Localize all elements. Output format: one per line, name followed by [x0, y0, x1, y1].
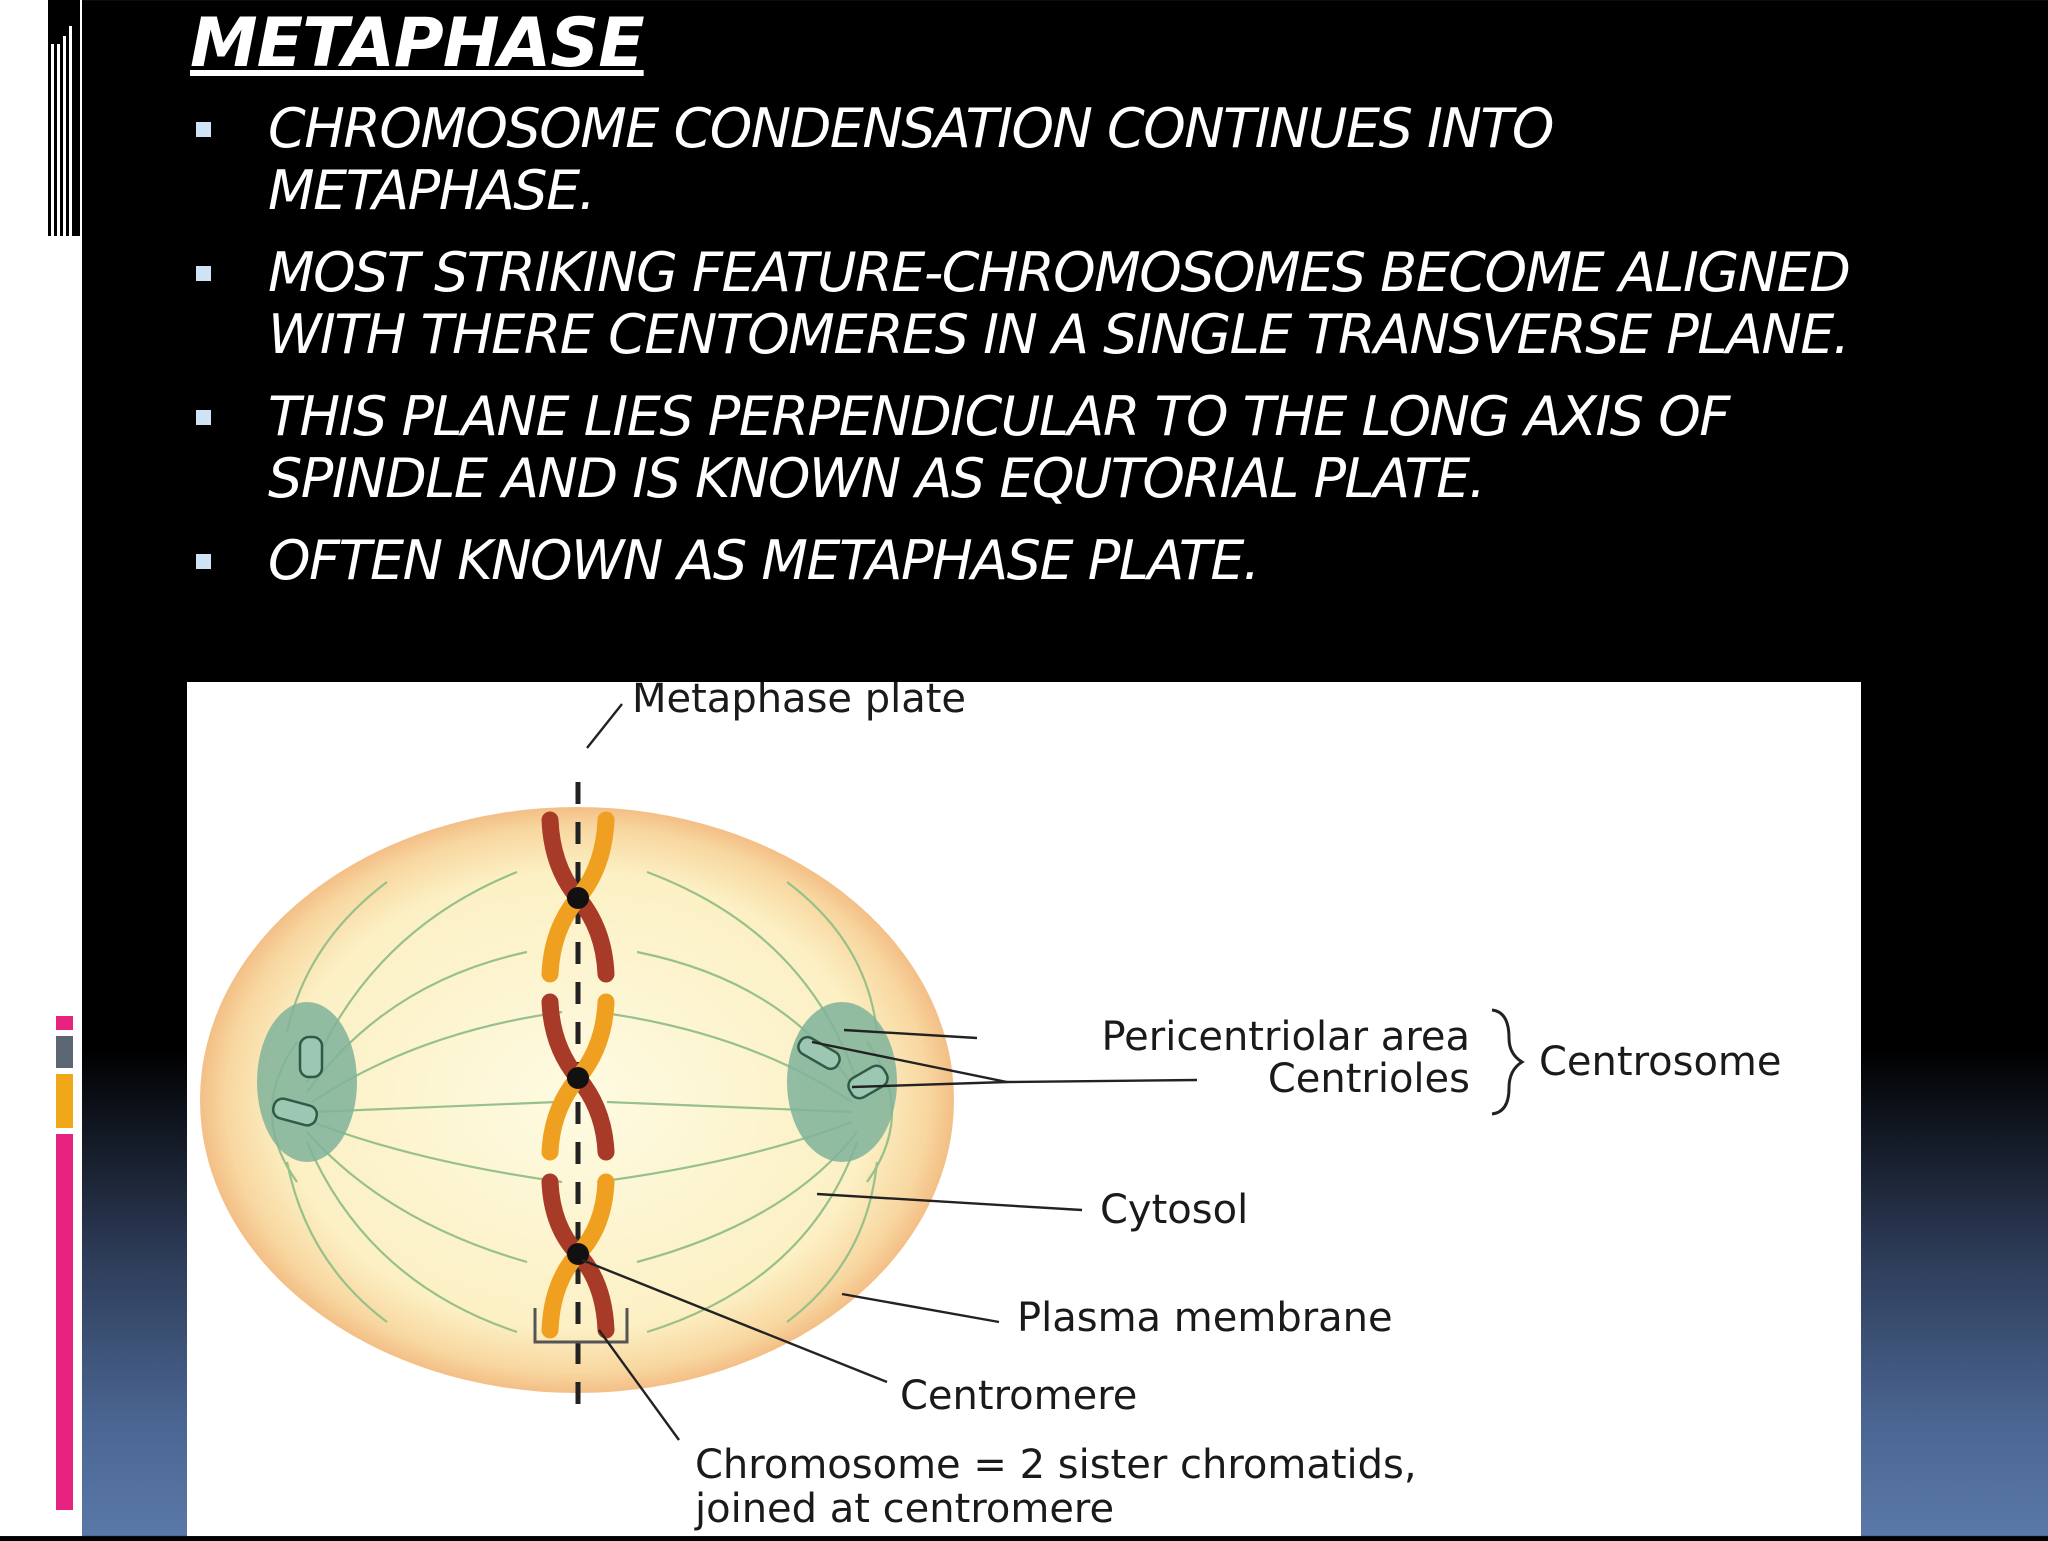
bullet-text: THIS PLANE LIES PERPENDICULAR TO THE LON… — [268, 385, 1730, 510]
metaphase-plate-leader — [586, 703, 623, 749]
bullet-list: CHROMOSOME CONDENSATION CONTINUES INTO M… — [190, 98, 1851, 612]
chromosome-bracket — [533, 1308, 629, 1344]
bullet-item: CHROMOSOME CONDENSATION CONTINUES INTO M… — [190, 98, 1850, 222]
bullet-item: THIS PLANE LIES PERPENDICULAR TO THE LON… — [190, 386, 1850, 510]
plasma-membrane-label: Plasma membrane — [1017, 1295, 1393, 1341]
chromosome-2 — [541, 993, 615, 1161]
metaphase-diagram-panel: Metaphase plate Pericentriolar area Cent… — [187, 682, 1861, 1536]
bullet-square-icon — [196, 410, 211, 425]
deco-bar-gray — [56, 1036, 73, 1068]
metaphase-cell-diagram: Metaphase plate Pericentriolar area Cent… — [200, 682, 1782, 1532]
right-centrosome — [787, 1002, 897, 1162]
chromosome-leader — [598, 1329, 680, 1441]
cytosol-label: Cytosol — [1100, 1187, 1248, 1233]
chromosome-3 — [541, 1173, 615, 1339]
bullet-text: OFTEN KNOWN AS METAPHASE PLATE. — [268, 529, 1260, 592]
plasma-membrane-leader — [841, 1292, 1000, 1324]
deco-bar-pink — [56, 1134, 73, 1510]
bullet-item: OFTEN KNOWN AS METAPHASE PLATE. — [190, 530, 1850, 592]
centromere-label: Centromere — [900, 1373, 1137, 1419]
pericentriolar-area-label: Pericentriolar area — [1101, 1014, 1470, 1060]
vertical-stripes — [48, 0, 80, 236]
centromere-leader — [581, 1258, 888, 1384]
cell-body — [200, 807, 954, 1393]
left-sidebar-strip — [0, 0, 82, 1536]
deco-bar-orange — [56, 1074, 73, 1128]
decorative-bars — [48, 0, 80, 1510]
centrosome-brace — [1491, 1008, 1525, 1116]
chromosome-1 — [541, 811, 615, 983]
chromosome-label-line2: joined at centromere — [694, 1486, 1114, 1532]
slide-title: METAPHASE — [190, 4, 645, 83]
centrioles-leader-2 — [851, 1080, 1008, 1089]
pericentriolar-leader — [843, 1028, 978, 1040]
deco-bar-pink-top — [56, 1016, 73, 1030]
bullet-square-icon — [196, 554, 211, 569]
cytosol-leader — [816, 1192, 1083, 1212]
bullet-text: MOST STRIKING FEATURE-CHROMOSOMES BECOME… — [268, 241, 1851, 366]
bullet-item: MOST STRIKING FEATURE-CHROMOSOMES BECOME… — [190, 241, 1851, 366]
bullet-square-icon — [196, 266, 211, 281]
centrioles-label: Centrioles — [1268, 1056, 1470, 1102]
bullet-square-icon — [196, 122, 211, 137]
metaphase-plate-label: Metaphase plate — [632, 682, 966, 722]
centrosome-label: Centrosome — [1539, 1039, 1782, 1085]
bullet-text: CHROMOSOME CONDENSATION CONTINUES INTO M… — [268, 97, 1554, 222]
left-centrosome — [257, 1002, 357, 1162]
chromosome-label-line1: Chromosome = 2 sister chromatids, — [695, 1442, 1417, 1488]
